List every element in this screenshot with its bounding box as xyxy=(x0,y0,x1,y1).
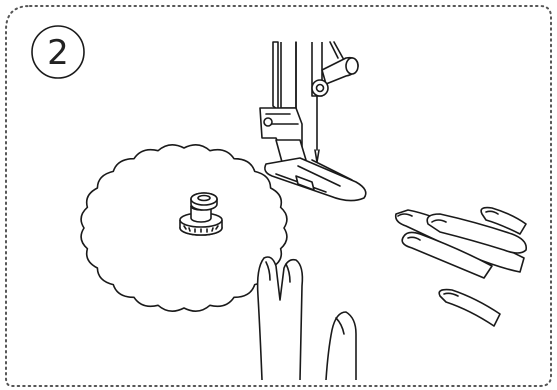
presser-foot-icon xyxy=(260,42,366,201)
right-hand-icon xyxy=(396,208,527,326)
step-badge: 2 xyxy=(32,26,84,78)
left-hand-icon xyxy=(258,257,356,380)
step-number: 2 xyxy=(47,33,69,73)
